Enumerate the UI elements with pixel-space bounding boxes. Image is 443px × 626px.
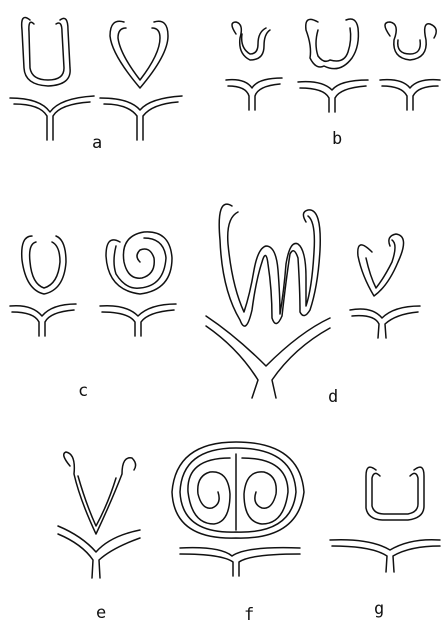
panel-c-loop-open-circle (10, 236, 76, 336)
panel-b: b (226, 19, 440, 149)
panel-b-loop-scroll (380, 22, 440, 110)
label-g: g (374, 599, 384, 619)
label-f: f (244, 605, 254, 625)
panel-f-double-spiral (172, 442, 304, 576)
label-c: c (78, 381, 88, 401)
panel-a-loop-u (10, 18, 94, 140)
panel-g-u-loop (330, 467, 440, 572)
panel-a-loop-heart (100, 21, 182, 140)
panel-e-v-loop (58, 452, 140, 578)
panel-g: g (330, 467, 440, 619)
panel-e: e (58, 452, 140, 623)
label-e: e (96, 603, 106, 623)
panel-d-large-lobed-loop (206, 204, 330, 398)
panel-b-loop-irregular (298, 19, 368, 112)
panel-c-loop-spiral (100, 232, 176, 336)
label-d: d (328, 387, 338, 407)
panel-b-loop-small-u (226, 22, 282, 110)
panel-a: a (10, 18, 182, 153)
panel-c: c (10, 232, 176, 401)
panel-d: d (206, 204, 420, 407)
label-a: a (92, 133, 102, 153)
panel-d-small-loop (350, 234, 420, 338)
panel-f: f (172, 442, 304, 625)
label-b: b (332, 129, 342, 149)
